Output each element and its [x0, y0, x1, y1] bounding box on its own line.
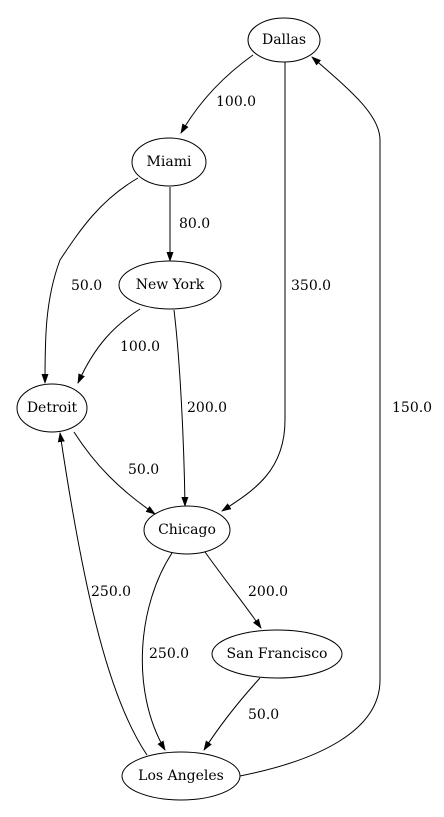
edge-sanfrancisco-losangeles — [203, 677, 261, 751]
edge-label-chicago-losangeles: 250.0 — [149, 646, 189, 662]
node-label-losangeles: Los Angeles — [138, 768, 224, 784]
node-newyork: New York — [118, 260, 222, 310]
edge-label-losangeles-detroit: 250.0 — [91, 584, 131, 600]
edge-label-chicago-sanfrancisco: 200.0 — [248, 584, 288, 600]
node-chicago: Chicago — [143, 505, 231, 555]
node-label-miami: Miami — [147, 154, 192, 170]
edge-label-detroit-chicago: 50.0 — [128, 462, 159, 478]
node-detroit: Detroit — [16, 383, 88, 433]
node-dallas: Dallas — [247, 17, 321, 63]
edge-losangeles-detroit — [57, 432, 148, 756]
edge-label-losangeles-dallas: 150.0 — [392, 400, 432, 416]
nodes: Dallas Miami New York Detroit Chicago Sa… — [16, 17, 343, 801]
edge-label-newyork-chicago: 200.0 — [187, 400, 227, 416]
edge-dallas-chicago — [221, 62, 286, 512]
edge-labels: 100.0 350.0 80.0 50.0 100.0 200.0 50.0 2… — [71, 94, 432, 723]
node-miami: Miami — [131, 137, 207, 187]
node-losangeles: Los Angeles — [121, 751, 241, 801]
node-label-newyork: New York — [136, 277, 205, 293]
edge-label-newyork-detroit: 100.0 — [120, 339, 160, 355]
node-label-chicago: Chicago — [158, 522, 216, 538]
edge-dallas-miami — [180, 54, 254, 134]
node-sanfrancisco: San Francisco — [211, 629, 343, 679]
edge-label-dallas-miami: 100.0 — [216, 94, 256, 110]
edge-chicago-losangeles — [141, 552, 173, 751]
edge-miami-detroit — [41, 177, 139, 384]
edge-label-miami-newyork: 80.0 — [179, 216, 210, 232]
edge-losangeles-dallas — [239, 56, 381, 777]
edge-newyork-chicago — [173, 309, 189, 507]
node-label-sanfrancisco: San Francisco — [227, 646, 328, 662]
node-label-dallas: Dallas — [262, 32, 306, 48]
edges — [41, 54, 381, 777]
edge-label-miami-detroit: 50.0 — [71, 278, 102, 294]
edge-detroit-chicago — [73, 431, 156, 515]
edge-chicago-sanfrancisco — [204, 551, 262, 629]
edge-label-sanfrancisco-losangeles: 50.0 — [248, 707, 279, 723]
node-label-detroit: Detroit — [27, 400, 78, 416]
edge-label-dallas-chicago: 350.0 — [291, 278, 331, 294]
edge-newyork-detroit — [77, 308, 141, 384]
